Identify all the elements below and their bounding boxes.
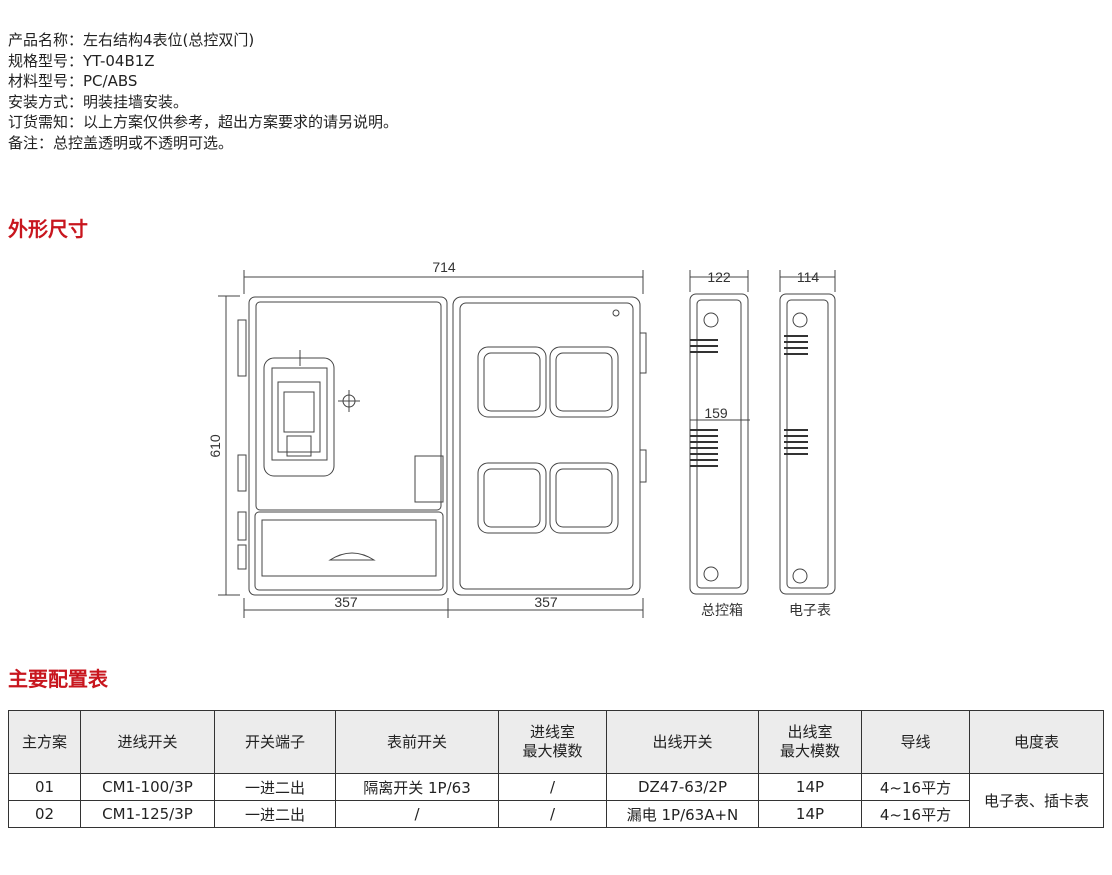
table-cell: 漏电 1P/63A+N [606, 800, 759, 828]
table-cell: 14P [758, 800, 862, 828]
table-row: 02 CM1-125/3P 一进二出 / / 漏电 1P/63A+N 14P 4… [8, 800, 1104, 828]
table-header-row: 主方案 进线开关 开关端子 表前开关 进线室 最大模数 出线开关 出线室 最大模… [8, 710, 1104, 774]
table-cell: 02 [8, 800, 81, 828]
table-cell: / [335, 800, 499, 828]
spec-list: 产品名称：左右结构4表位(总控双门) 规格型号：YT-04B1Z 材料型号：PC… [8, 30, 398, 153]
spec-item: 规格型号：YT-04B1Z [8, 51, 155, 70]
column-header: 开关端子 [214, 710, 336, 774]
section-title-config: 主要配置表 [8, 667, 108, 691]
column-header: 主方案 [8, 710, 81, 774]
caption-main-box: 总控箱 [701, 602, 743, 618]
table-cell: 一进二出 [214, 800, 336, 828]
caption-meter-box: 电子表 [789, 602, 831, 618]
spec-item: 备注：总控盖透明或不透明可选。 [8, 133, 234, 152]
spec-item: 订货需知：以上方案仅供参考，超出方案要求的请另说明。 [8, 113, 399, 131]
section-title-dimensions: 外形尺寸 [8, 217, 88, 241]
dim-side2-depth: 114 [797, 269, 820, 285]
spec-item: 产品名称：左右结构4表位(总控双门) [8, 31, 255, 49]
config-table: 主方案 进线开关 开关端子 表前开关 进线室 最大模数 出线开关 出线室 最大模… [8, 710, 1104, 828]
table-cell: 14P [758, 773, 862, 801]
dimension-drawing: 714 610 357 357 122 114 159 总控箱 电子表 [207, 259, 836, 618]
table-cell: CM1-125/3P [80, 800, 215, 828]
table-cell: 01 [8, 773, 81, 801]
dim-height: 610 [207, 434, 223, 458]
dim-total-width: 714 [432, 259, 456, 275]
table-cell: 隔离开关 1P/63 [335, 773, 499, 801]
table-cell: 4~16平方 [861, 773, 970, 801]
column-header: 进线室 最大模数 [498, 710, 607, 774]
column-header: 导线 [861, 710, 970, 774]
dim-side1-inner: 159 [704, 405, 728, 421]
column-header: 出线室 最大模数 [758, 710, 862, 774]
table-cell: 4~16平方 [861, 800, 970, 828]
table-cell: / [498, 773, 607, 801]
spec-item: 安装方式：明装挂墙安装。 [8, 92, 189, 111]
dim-right-width: 357 [534, 594, 558, 610]
dim-left-width: 357 [334, 594, 358, 610]
column-header: 出线开关 [606, 710, 759, 774]
column-header: 电度表 [969, 710, 1104, 774]
table-cell: DZ47-63/2P [606, 773, 759, 801]
spec-item: 材料型号：PC/ABS [8, 72, 138, 90]
column-header: 进线开关 [80, 710, 215, 774]
meter-cell: 电子表、插卡表 [969, 773, 1104, 828]
column-header: 表前开关 [335, 710, 499, 774]
dim-side1-depth: 122 [707, 269, 731, 285]
table-cell: 一进二出 [214, 773, 336, 801]
table-cell: / [498, 800, 607, 828]
table-cell: CM1-100/3P [80, 773, 215, 801]
table-row: 01 CM1-100/3P 一进二出 隔离开关 1P/63 / DZ47-63/… [8, 773, 1104, 828]
